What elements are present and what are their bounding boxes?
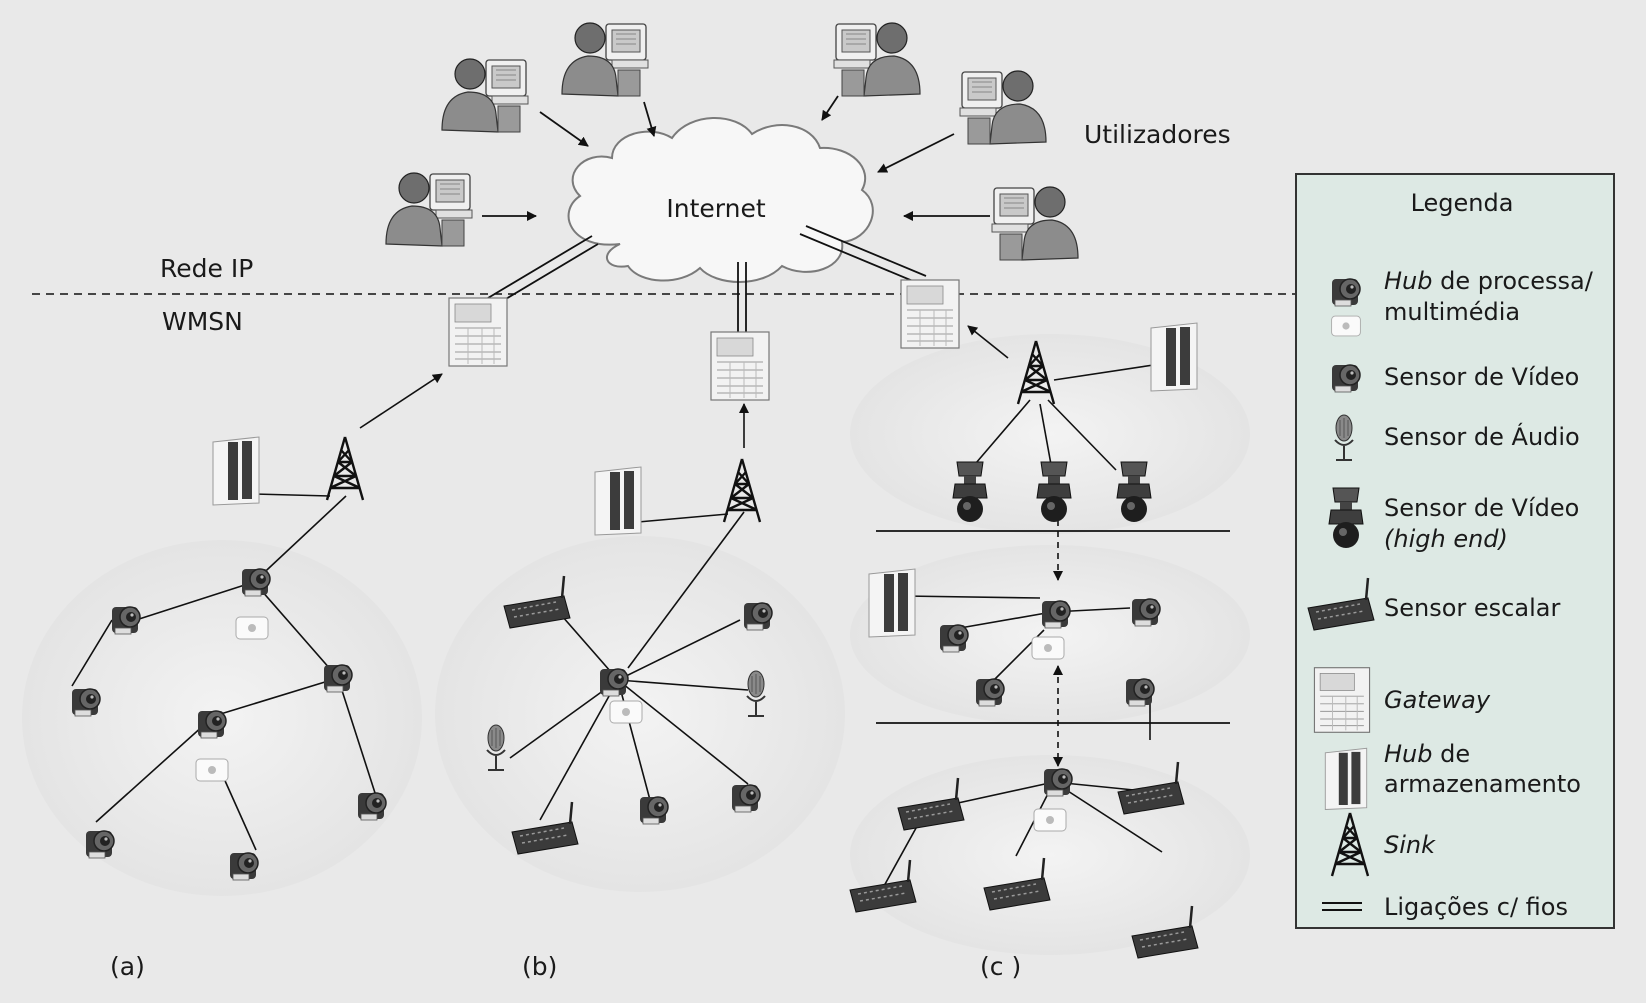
panel-label-c: (c ) [980, 952, 1021, 981]
gateway-icon [448, 297, 508, 367]
processing-hub-icon [609, 700, 643, 724]
processing-hub-icon [1031, 636, 1065, 660]
legend-item-sink: Sink [1384, 831, 1436, 859]
video-sensor-icon [975, 678, 1005, 707]
processing-hub-icon [235, 616, 269, 640]
legend-high-end-video-sensor-icon [1328, 487, 1364, 549]
panel-c-network [848, 322, 1200, 960]
storage-hub-icon [594, 466, 642, 536]
high-end-video-sensor-icon [952, 461, 988, 523]
user-arrow [539, 111, 589, 147]
video-sensor-icon [1041, 600, 1071, 629]
video-sensor-icon [1043, 768, 1073, 797]
panel-label-b: (b) [522, 952, 557, 981]
wired-links [487, 225, 927, 358]
video-sensor-icon [229, 852, 259, 881]
legend-video-sensor-icon [1331, 364, 1361, 393]
legend-wired-link-icon [1322, 902, 1362, 911]
legend-item-storage-hub: Hub de armazenamento [1384, 740, 1581, 798]
video-sensor-icon [323, 664, 353, 693]
region-c-top [850, 334, 1250, 534]
high-end-video-sensor-icon [1036, 461, 1072, 523]
panel-label-a: (a) [110, 952, 145, 981]
legend-item-audio-sensor: Sensor de Áudio [1384, 422, 1580, 451]
legend-gateway-icon [1313, 667, 1371, 733]
video-sensor-icon [197, 710, 227, 739]
legend-item-gateway: Gateway [1384, 686, 1491, 714]
video-sensor-icon [357, 792, 387, 821]
gateway-icon [900, 279, 960, 349]
panel-b-network [486, 403, 773, 856]
video-sensor-icon [731, 784, 761, 813]
storage-hub-icon [1150, 322, 1198, 392]
internet-label: Internet [666, 194, 765, 223]
internet-cloud [567, 117, 874, 283]
legend-item-wired-link: Ligações c/ fios [1384, 893, 1568, 921]
video-sensor-icon [1125, 678, 1155, 707]
legend: Legenda Hub de processa/ multimédia Sens… [1295, 173, 1615, 929]
user-arrow [643, 101, 657, 137]
video-sensor-icon [71, 688, 101, 717]
video-sensor-icon [599, 668, 629, 697]
legend-item-high-end-video-sensor: Sensor de Vídeo (high end) [1384, 494, 1587, 553]
processing-hub-icon [195, 758, 229, 782]
user-arrow [821, 95, 839, 121]
video-sensor-icon [1131, 598, 1161, 627]
video-sensor-icon [111, 606, 141, 635]
video-sensor-icon [241, 568, 271, 597]
ip-network-label: Rede IP [160, 254, 253, 283]
legend-item-processing-hub: Hub de processa/ multimédia [1384, 267, 1600, 326]
video-sensor-icon [85, 830, 115, 859]
storage-hub-icon [868, 568, 916, 638]
high-end-video-sensor-icon [1116, 461, 1152, 523]
legend-item-video-sensor: Sensor de Vídeo [1384, 363, 1579, 391]
user-arrow [877, 133, 955, 173]
storage-hub-icon [212, 436, 260, 506]
gateway-icon [710, 331, 770, 401]
legend-title: Legenda [1411, 189, 1514, 217]
legend-item-scalar-sensor: Sensor escalar [1384, 594, 1560, 622]
video-sensor-icon [639, 796, 669, 825]
panel-a-network [71, 373, 443, 881]
video-sensor-icon [939, 624, 969, 653]
processing-hub-icon [1033, 808, 1067, 832]
video-sensor-icon [743, 602, 773, 631]
wmsn-label: WMSN [162, 307, 243, 336]
users-label: Utilizadores [1084, 120, 1231, 149]
legend-storage-hub-icon [1324, 747, 1368, 810]
